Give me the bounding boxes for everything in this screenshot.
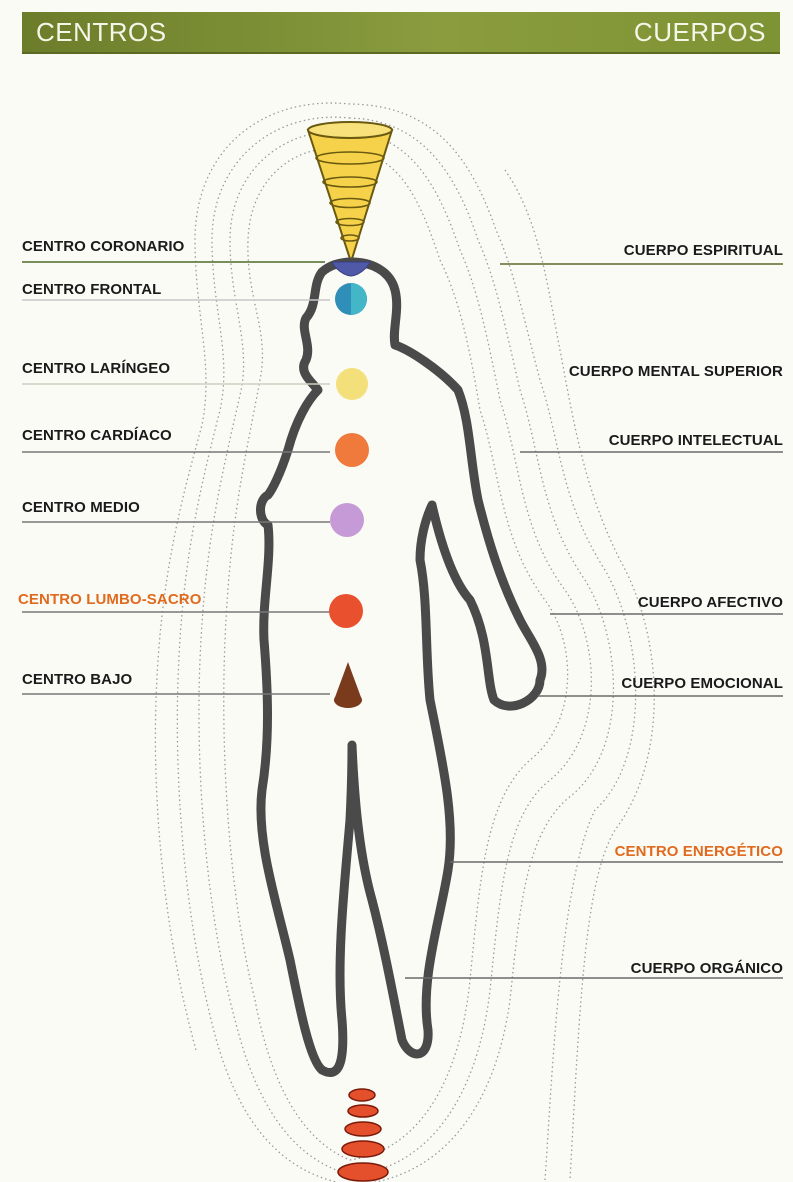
label-centro-energetico: CENTRO ENERGÉTICO <box>615 843 783 860</box>
chakra-lumbo-sacro <box>329 594 363 628</box>
label-centro-coronario: CENTRO CORONARIO <box>22 238 184 255</box>
label-cuerpo-afectivo: CUERPO AFECTIVO <box>638 594 783 611</box>
crown-cone <box>308 122 392 262</box>
aura-contours <box>155 103 654 1182</box>
grounding-ellipse <box>342 1141 384 1157</box>
label-centro-bajo: CENTRO BAJO <box>22 671 132 688</box>
grounding-ellipse <box>349 1089 375 1101</box>
chakra-frontal-highlight <box>351 283 367 315</box>
chakra-points <box>329 262 370 708</box>
left-leader-lines <box>22 262 330 694</box>
chakra-medio <box>330 503 364 537</box>
chakra-cardiaco <box>335 433 369 467</box>
label-cuerpo-organico: CUERPO ORGÁNICO <box>631 960 783 977</box>
label-centro-laringeo: CENTRO LARÍNGEO <box>22 360 170 377</box>
label-centro-lumbo-sacro: CENTRO LUMBO-SACRO <box>18 591 201 608</box>
grounding-ellipse <box>348 1105 378 1117</box>
label-cuerpo-mental-superior: CUERPO MENTAL SUPERIOR <box>569 363 783 380</box>
label-centro-cardiaco: CENTRO CARDÍACO <box>22 427 172 444</box>
grounding-ellipses <box>338 1089 388 1181</box>
label-cuerpo-emocional: CUERPO EMOCIONAL <box>621 675 783 692</box>
chakra-coronario <box>332 262 369 276</box>
label-cuerpo-espiritual: CUERPO ESPIRITUAL <box>624 242 783 259</box>
label-cuerpo-intelectual: CUERPO INTELECTUAL <box>609 432 783 449</box>
grounding-ellipse <box>345 1122 381 1136</box>
grounding-ellipse <box>338 1163 388 1181</box>
label-centro-frontal: CENTRO FRONTAL <box>22 281 161 298</box>
chakra-laringeo <box>336 368 368 400</box>
label-centro-medio: CENTRO MEDIO <box>22 499 140 516</box>
